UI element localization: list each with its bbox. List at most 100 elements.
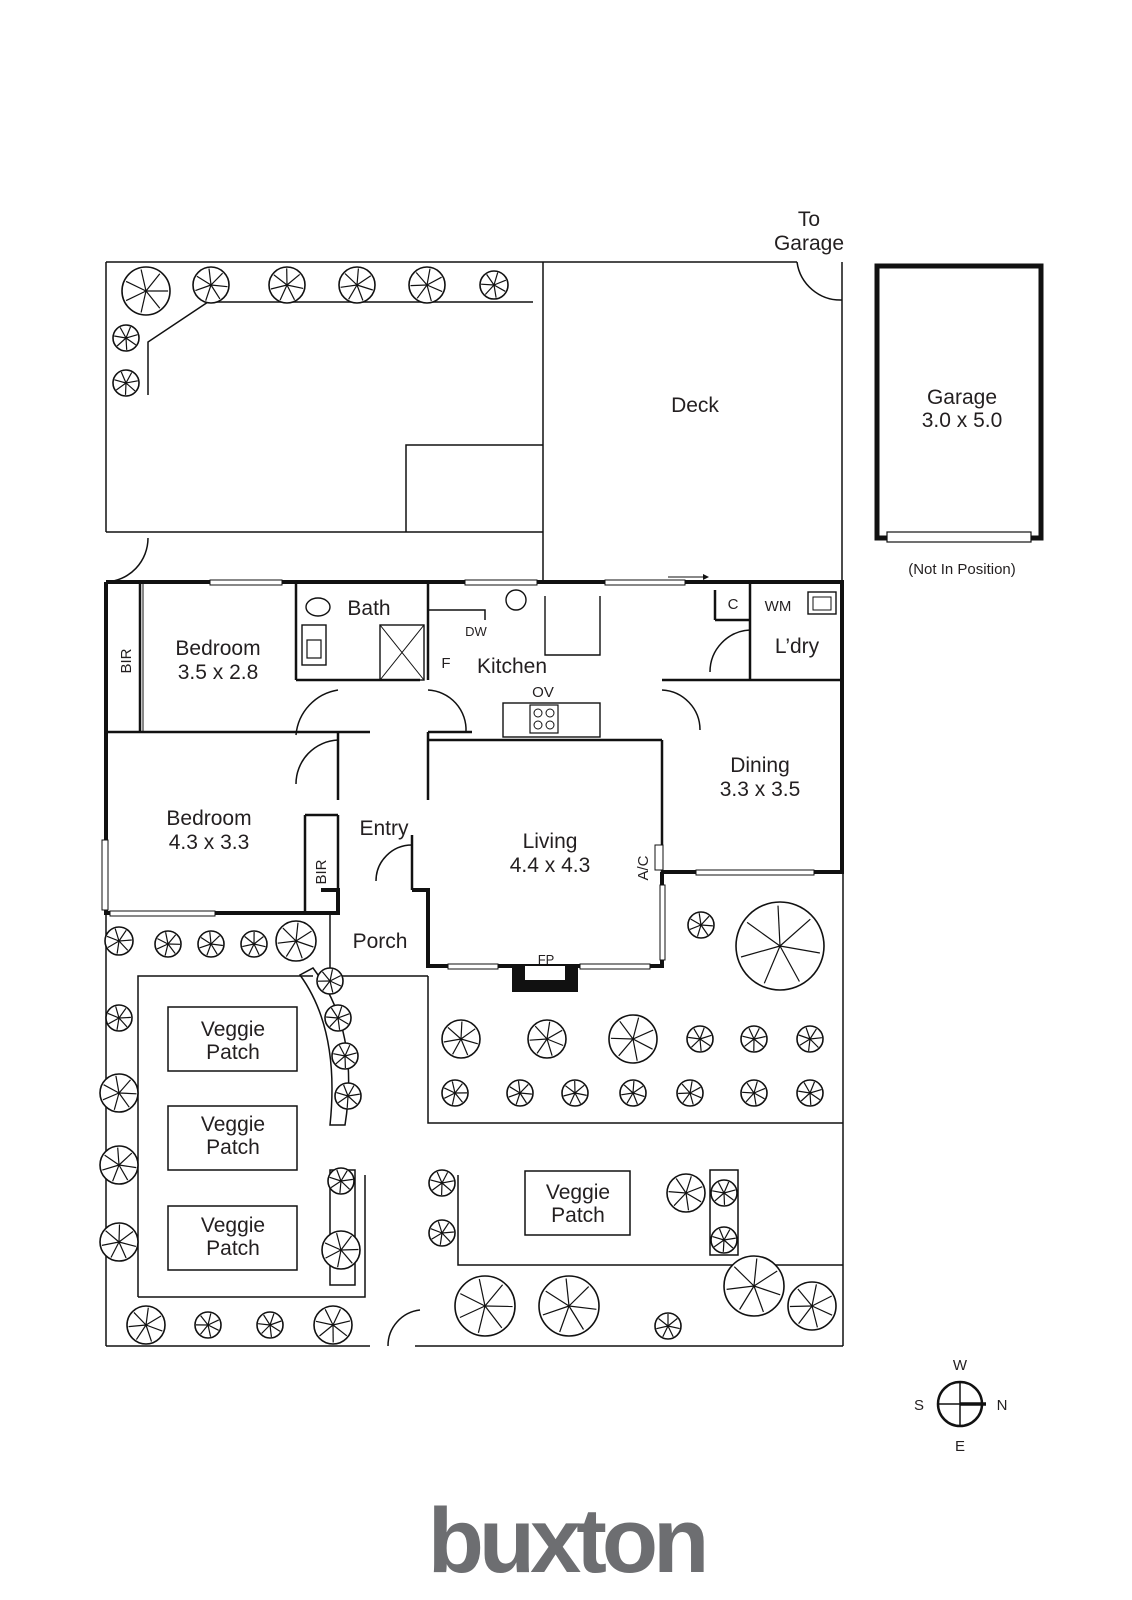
tree-icon [654, 1312, 682, 1340]
bir-2-label: BIR [313, 859, 330, 884]
to-garage-label-1: To [798, 208, 820, 231]
tree-icon [126, 1305, 166, 1345]
tree-icon [256, 1311, 284, 1339]
dining-label: Dining [730, 754, 790, 777]
tree-icon [154, 930, 182, 958]
tree-icon [723, 1255, 785, 1317]
lot-boundary [105, 261, 844, 1347]
deck-outline [105, 261, 843, 583]
ac-label: A/C [635, 855, 652, 880]
compass-south: S [914, 1397, 924, 1414]
tree-icon [666, 1173, 706, 1213]
tree-icon [316, 967, 344, 995]
veggie-patch-4-line-1: Veggie [546, 1181, 610, 1204]
veggie-patch-3-line-2: Patch [206, 1237, 260, 1260]
tree-icon [99, 1073, 139, 1113]
compass-north: N [997, 1397, 1008, 1414]
tree-icon [321, 1230, 361, 1270]
washing-machine-label: WM [765, 598, 792, 615]
tree-icon [740, 1025, 768, 1053]
tree-icon [121, 266, 171, 316]
tree-icon [619, 1079, 647, 1107]
tree-icon [334, 1082, 362, 1110]
bath-label: Bath [347, 597, 390, 620]
tree-icon [428, 1219, 456, 1247]
cupboard-label: C [728, 596, 739, 613]
fixtures [142, 574, 837, 992]
tree-icon [787, 1281, 837, 1331]
tree-icon [313, 1305, 353, 1345]
tree-icon [561, 1079, 589, 1107]
tree-icon [441, 1079, 469, 1107]
tree-icon [192, 266, 230, 304]
fridge-label: F [441, 655, 450, 672]
tree-icon [796, 1079, 824, 1107]
veggie-patch-1-line-1: Veggie [201, 1018, 265, 1041]
tree-icon [105, 1004, 133, 1032]
tree-icon [338, 266, 376, 304]
tree-icon [710, 1179, 738, 1207]
tree-icon [112, 324, 140, 352]
dining-dimensions: 3.3 x 3.5 [720, 778, 801, 801]
trees [99, 266, 837, 1345]
tree-icon [608, 1014, 658, 1064]
laundry-label: L’dry [775, 635, 820, 658]
kitchen-label: Kitchen [477, 655, 547, 678]
porch-label: Porch [353, 930, 408, 953]
labels: To Garage Deck Garage 3.0 x 5.0 (Not In … [118, 208, 1016, 1260]
tree-icon [324, 1004, 352, 1032]
tree-icon [538, 1275, 600, 1337]
tree-icon [687, 911, 715, 939]
tree-icon [796, 1025, 824, 1053]
fireplace-label: FP [538, 952, 555, 967]
garage-outline [874, 263, 1044, 543]
tree-icon [197, 930, 225, 958]
living-label: Living [523, 830, 578, 853]
tree-icon [686, 1025, 714, 1053]
tree-icon [112, 369, 140, 397]
compass: N S W E [914, 1357, 1007, 1455]
tree-icon [676, 1079, 704, 1107]
tree-icon [710, 1226, 738, 1254]
tree-icon [240, 930, 268, 958]
dw-label: DW [465, 624, 487, 639]
veggie-patch-4-line-2: Patch [551, 1204, 605, 1227]
bedroom-2-dimensions: 4.3 x 3.3 [169, 831, 250, 854]
tree-icon [194, 1311, 222, 1339]
windows [101, 579, 815, 970]
bedroom-2-label: Bedroom [166, 807, 251, 830]
garage-dimensions: 3.0 x 5.0 [922, 409, 1003, 432]
veggie-patch-3-line-1: Veggie [201, 1214, 265, 1237]
to-garage-label-2: Garage [774, 232, 844, 255]
tree-icon [275, 920, 317, 962]
tree-icon [99, 1222, 139, 1262]
bedroom-1-label: Bedroom [175, 637, 260, 660]
bedroom-1-dimensions: 3.5 x 2.8 [178, 661, 259, 684]
tree-icon [327, 1167, 355, 1195]
garage-label: Garage [927, 386, 997, 409]
entry-label: Entry [359, 817, 409, 840]
living-dimensions: 4.4 x 4.3 [510, 854, 591, 877]
tree-icon [428, 1169, 456, 1197]
bir-1-label: BIR [118, 648, 135, 673]
deck-label: Deck [671, 394, 719, 417]
oven-label: OV [532, 684, 554, 701]
tree-icon [331, 1042, 359, 1070]
veggie-patch-1-line-2: Patch [206, 1041, 260, 1064]
tree-icon [99, 1145, 139, 1185]
tree-icon [441, 1019, 481, 1059]
veggie-patch-2-line-1: Veggie [201, 1113, 265, 1136]
compass-west: W [953, 1357, 968, 1374]
tree-icon [506, 1079, 534, 1107]
veggie-patch-2-line-2: Patch [206, 1136, 260, 1159]
tree-icon [735, 901, 825, 991]
buxton-logo: buxton [428, 1490, 705, 1592]
compass-east: E [955, 1438, 965, 1455]
tree-icon [408, 266, 446, 304]
tree-icon [104, 926, 134, 956]
tree-icon [479, 270, 509, 300]
garden-beds [137, 915, 843, 1298]
tree-icon [454, 1275, 516, 1337]
tree-icon [527, 1019, 567, 1059]
